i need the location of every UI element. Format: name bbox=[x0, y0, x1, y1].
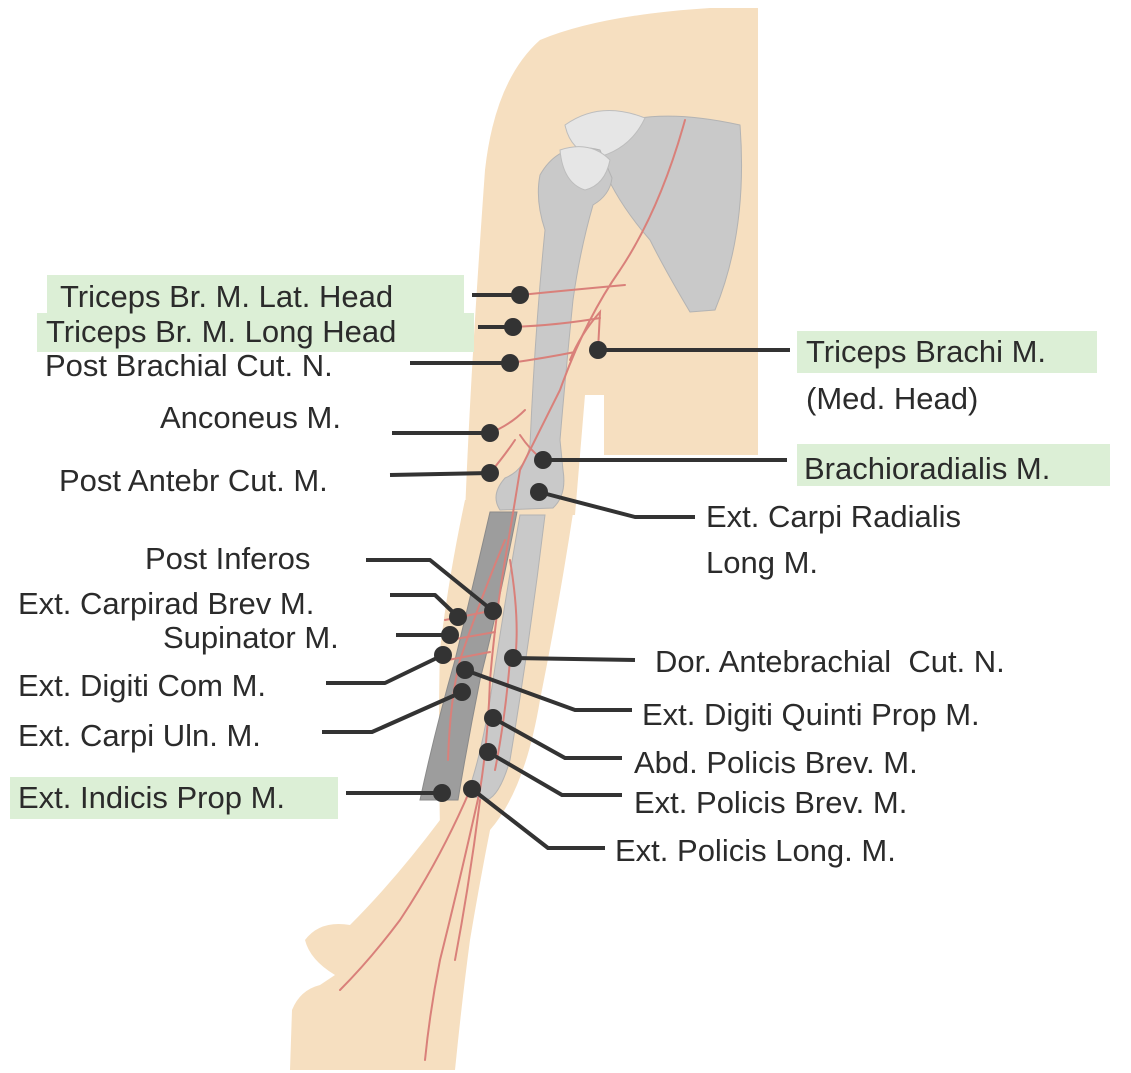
leader-ext-carpi-uln bbox=[322, 690, 463, 734]
dot-ext-indicis bbox=[433, 784, 451, 802]
leader-lines bbox=[322, 293, 790, 850]
leader-post-inferos bbox=[366, 558, 495, 613]
label-supinator: Supinator M. bbox=[163, 620, 339, 655]
label-ext-carpi-rad-2: Long M. bbox=[706, 545, 818, 580]
dot-supinator bbox=[441, 626, 459, 644]
label-triceps-med-1: Triceps Brachi M. bbox=[806, 334, 1046, 369]
label-brachioradialis: Brachioradialis M. bbox=[804, 451, 1050, 486]
humerus-bone bbox=[495, 147, 613, 511]
leader-abd-policis bbox=[492, 716, 622, 760]
labels: Triceps Br. M. Lat. Head Triceps Br. M. … bbox=[18, 279, 1050, 868]
nerve-branch-lat-head bbox=[519, 284, 626, 296]
scapula-bone bbox=[599, 115, 743, 313]
dot-post-antebr bbox=[481, 464, 499, 482]
highlight-brachioradialis bbox=[797, 444, 1110, 486]
leader-ext-digiti-quinti bbox=[464, 668, 632, 712]
label-highlights bbox=[10, 275, 1110, 819]
leader-ext-carpirad-brev bbox=[390, 593, 460, 619]
label-triceps-long: Triceps Br. M. Long Head bbox=[46, 314, 396, 349]
nerve-branch-forearm-a bbox=[447, 539, 506, 761]
label-ext-digiti-quinti: Ext. Digiti Quinti Prop M. bbox=[642, 697, 980, 732]
humerus-head bbox=[559, 146, 611, 191]
dot-dor-antebrachial bbox=[504, 649, 522, 667]
highlight-triceps-long bbox=[37, 313, 474, 352]
dot-abd-policis bbox=[484, 709, 502, 727]
label-dor-antebrachial: Dor. Antebrachial Cut. N. bbox=[655, 644, 1005, 679]
label-anconeus: Anconeus M. bbox=[160, 400, 341, 435]
label-ext-carpirad-brev: Ext. Carpirad Brev M. bbox=[18, 586, 314, 621]
leader-ext-carpi-rad bbox=[538, 490, 695, 519]
leader-ext-policis-long bbox=[470, 787, 605, 850]
label-abd-policis: Abd. Policis Brev. M. bbox=[634, 745, 918, 780]
leader-dots bbox=[433, 286, 607, 802]
dot-ext-carpirad-brev bbox=[449, 608, 467, 626]
label-post-inferos: Post Inferos bbox=[145, 541, 310, 576]
leader-post-antebr bbox=[389, 471, 491, 477]
highlight-triceps-med bbox=[797, 331, 1097, 373]
dot-ext-policis-long bbox=[463, 780, 481, 798]
dot-anconeus bbox=[481, 424, 499, 442]
label-ext-policis-long: Ext. Policis Long. M. bbox=[615, 833, 896, 868]
label-ext-carpi-uln: Ext. Carpi Uln. M. bbox=[18, 718, 261, 753]
radial-nerve-trunk bbox=[424, 119, 686, 1061]
nerve-branch-long-head bbox=[512, 317, 601, 328]
nerve-branch-wrist bbox=[339, 789, 471, 991]
dot-triceps-med bbox=[589, 341, 607, 359]
dot-ext-digiti-com bbox=[434, 646, 452, 664]
dot-triceps-long bbox=[504, 318, 522, 336]
nerve-branch-thumb bbox=[454, 799, 481, 961]
leader-ext-policis-brev bbox=[486, 750, 622, 797]
dot-triceps-lat bbox=[511, 286, 529, 304]
dot-ext-digiti-quinti bbox=[456, 661, 474, 679]
leader-ext-digiti-com bbox=[326, 653, 444, 685]
label-post-antebr: Post Antebr Cut. M. bbox=[59, 463, 328, 498]
dot-brachioradialis bbox=[534, 451, 552, 469]
leader-dor-antebrachial bbox=[512, 656, 636, 662]
dot-post-inferos bbox=[484, 602, 502, 620]
dot-post-brachial bbox=[501, 354, 519, 372]
dot-ext-policis-brev bbox=[479, 743, 497, 761]
dot-ext-carpi-rad bbox=[530, 483, 548, 501]
label-post-brachial: Post Brachial Cut. N. bbox=[45, 348, 333, 383]
label-triceps-med-2: (Med. Head) bbox=[806, 381, 978, 416]
hand-skin bbox=[290, 820, 492, 1070]
label-ext-carpi-rad-1: Ext. Carpi Radialis bbox=[706, 499, 961, 534]
label-ext-digiti-com: Ext. Digiti Com M. bbox=[18, 668, 266, 703]
highlight-triceps-lat bbox=[47, 275, 464, 314]
highlight-ext-indicis bbox=[10, 777, 338, 819]
label-triceps-lat: Triceps Br. M. Lat. Head bbox=[60, 279, 393, 314]
dot-ext-carpi-uln bbox=[453, 683, 471, 701]
label-ext-policis-brev: Ext. Policis Brev. M. bbox=[634, 785, 907, 820]
nerve-branch-med-head bbox=[569, 309, 602, 361]
label-ext-indicis: Ext. Indicis Prop M. bbox=[18, 780, 285, 815]
